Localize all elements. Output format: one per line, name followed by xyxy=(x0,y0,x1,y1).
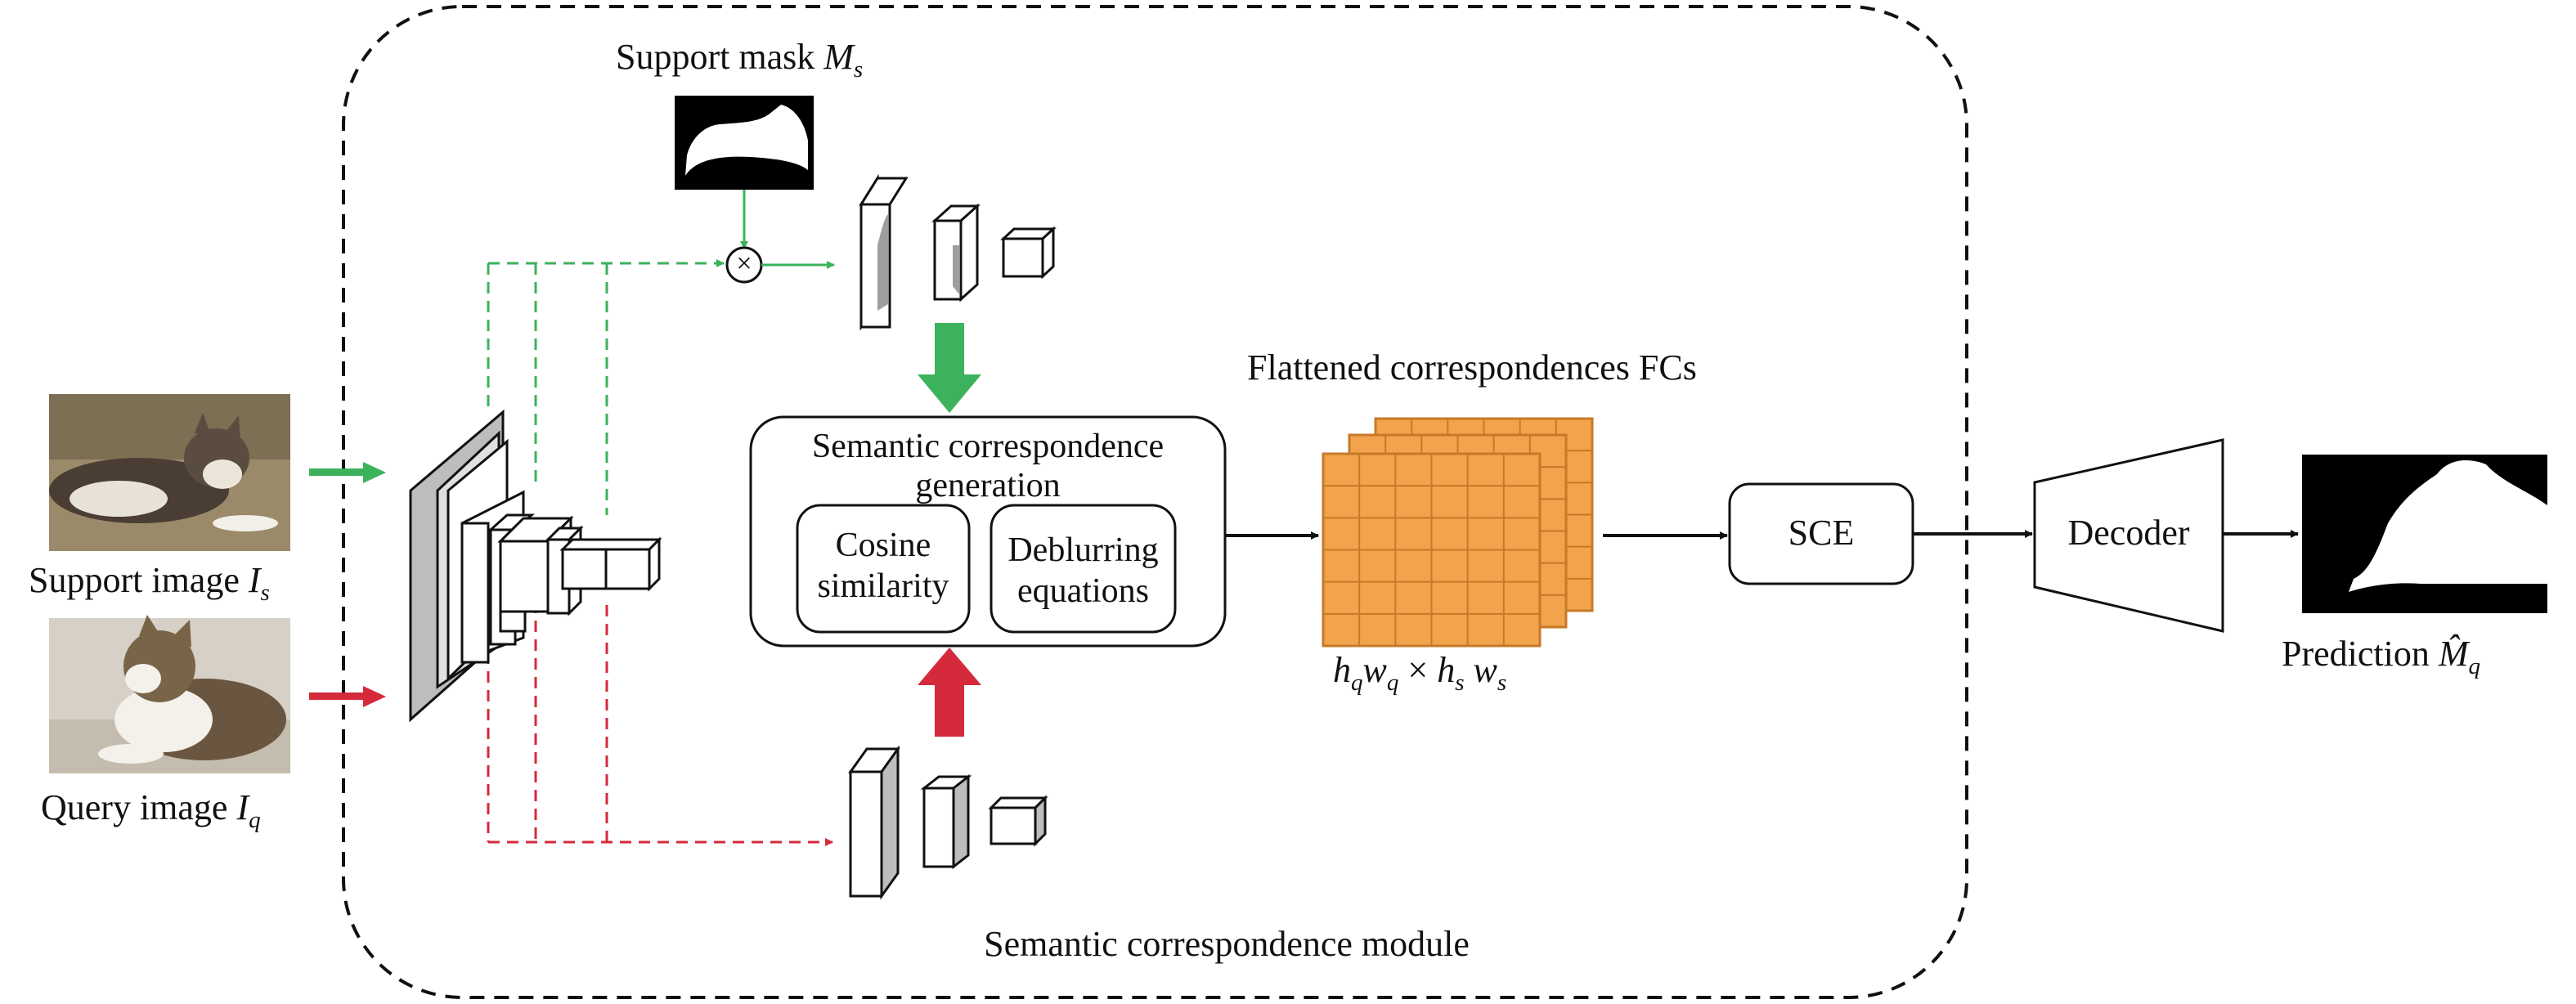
query-image-label: Query image Iq xyxy=(41,787,261,832)
support-image-photo xyxy=(49,394,290,551)
correspondence-grid-layer xyxy=(1322,452,1542,648)
generation-title: Semantic correspondence generation xyxy=(751,427,1225,506)
flattened-correspondences-label: Flattened correspondences FCs xyxy=(1247,347,1697,388)
dim-hq-sub: q xyxy=(1351,670,1363,697)
deblurring-equations-box xyxy=(990,504,1177,634)
sce-label: SCE xyxy=(1788,513,1855,553)
support-image-symbol: I xyxy=(248,560,261,600)
decoder-label: Decoder xyxy=(2067,513,2190,553)
deblurring-line2: equations xyxy=(1017,572,1149,611)
cosine-similarity-box xyxy=(796,504,971,634)
support-mask-symbol: M xyxy=(824,37,854,77)
prediction-mask-image xyxy=(2302,455,2547,613)
prediction-label: Prediction M̂q xyxy=(2282,634,2480,679)
support-entry-arrow xyxy=(309,462,386,483)
query-image-subscript: q xyxy=(249,807,261,834)
module-boundary xyxy=(342,5,1968,999)
generation-title-line2: generation xyxy=(915,467,1061,505)
query-image-photo xyxy=(49,615,290,773)
generation-title-line1: Semantic correspondence xyxy=(811,428,1165,465)
dim-wq-sub: q xyxy=(1386,670,1399,697)
cosine-line2: similarity xyxy=(817,567,949,606)
support-mask-subscript: s xyxy=(853,56,864,83)
support-mask-label: Support mask Ms xyxy=(616,37,863,82)
query-entry-arrow xyxy=(309,686,386,707)
support-features-to-generation-arrow xyxy=(918,323,981,413)
support-mask-image xyxy=(675,96,814,190)
support-image-label: Support image Is xyxy=(29,560,270,605)
multiply-symbol: × xyxy=(736,249,752,279)
dim-h1: h xyxy=(1333,650,1351,690)
prediction-symbol: M̂ xyxy=(2438,634,2469,674)
dim-ws-sub: s xyxy=(1497,670,1507,697)
query-feature-blocks xyxy=(848,745,1048,900)
deblurring-equations-label: Deblurring equations xyxy=(991,530,1175,612)
support-feature-blocks xyxy=(859,173,1057,331)
correspondence-dimension-label: hqwq × hs ws xyxy=(1333,650,1506,695)
decoder-trapezoid xyxy=(2033,438,2224,633)
cosine-similarity-label: Cosine similarity xyxy=(797,525,969,607)
support-skip-connections xyxy=(487,259,725,515)
dim-times: × xyxy=(1407,650,1429,690)
prediction-subscript: q xyxy=(2468,653,2481,680)
deblurring-line1: Deblurring xyxy=(1008,531,1159,569)
flattened-correspondences-grids xyxy=(1322,417,1594,648)
dim-hs-sub: s xyxy=(1455,670,1465,697)
backbone-encoder xyxy=(409,409,662,723)
dim-h2: h xyxy=(1437,650,1456,690)
cosine-line1: Cosine xyxy=(835,527,931,564)
module-label: Semantic correspondence module xyxy=(984,924,1470,964)
prediction-text: Prediction xyxy=(2282,634,2430,674)
query-image-symbol: I xyxy=(236,787,249,827)
support-image-subscript: s xyxy=(260,580,270,607)
query-features-to-generation-arrow xyxy=(918,648,981,737)
support-image-text: Support image xyxy=(29,560,240,600)
dim-w1: w xyxy=(1362,650,1387,690)
query-image-text: Query image xyxy=(41,787,228,827)
support-mask-text: Support mask xyxy=(616,37,815,77)
dim-w2: w xyxy=(1473,650,1497,690)
